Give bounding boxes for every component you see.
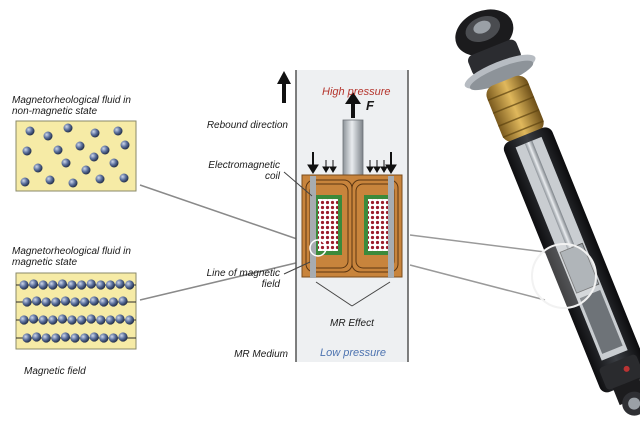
- label-fluid-non-magnetic: Magnetorheological fluid in non-magnetic…: [12, 95, 131, 117]
- aligned-particle: [80, 333, 90, 343]
- flow-arrows: [307, 152, 397, 174]
- particles-random: [20, 123, 130, 188]
- connector-line-right-bottom: [409, 264, 546, 301]
- aligned-particle: [60, 332, 70, 342]
- mr-effect-pointers: [315, 281, 391, 307]
- label-fluid-magnetic: Magnetorheological fluid in magnetic sta…: [12, 246, 131, 268]
- label-magnetic-field: Magnetic field: [24, 366, 86, 377]
- shock-absorber: [455, 9, 640, 416]
- aligned-particle: [70, 333, 80, 343]
- aligned-particle: [96, 280, 106, 290]
- label-line-of-magnetic-field: Line of magnetic field: [206, 268, 280, 290]
- aligned-particle: [22, 333, 32, 343]
- label-mr-medium: MR Medium: [234, 349, 288, 360]
- aligned-particle: [89, 296, 99, 306]
- aligned-particle: [108, 333, 118, 343]
- aligned-particle: [105, 315, 115, 325]
- aligned-particle: [86, 314, 96, 324]
- aligned-particle: [19, 315, 29, 325]
- aligned-particle: [80, 297, 90, 307]
- aligned-particle: [118, 296, 128, 306]
- aligned-particle: [105, 280, 115, 290]
- flow-channel-right: [388, 176, 394, 278]
- label-force: F: [366, 98, 374, 113]
- aligned-particle: [22, 297, 32, 307]
- label-electromagnetic-coil: Electromagnetic coil: [208, 160, 280, 182]
- aligned-particle: [51, 333, 61, 343]
- aligned-particle: [96, 315, 106, 325]
- particle-chains: [19, 279, 135, 343]
- coil-right: [368, 199, 388, 251]
- aligned-particle: [19, 280, 29, 290]
- field-leader-line: [283, 261, 311, 275]
- aligned-particle: [115, 279, 125, 289]
- aligned-particle: [115, 314, 125, 324]
- aligned-particle: [28, 279, 39, 289]
- aligned-particle: [125, 280, 135, 290]
- coil-leader-line: [283, 171, 313, 197]
- mr-detail-circle: [309, 239, 327, 257]
- aligned-particle: [108, 297, 118, 307]
- flow-channel-left: [310, 176, 316, 278]
- aligned-particle: [89, 332, 99, 342]
- aligned-particle: [67, 280, 77, 290]
- aligned-particle: [57, 314, 67, 324]
- aligned-particle: [99, 333, 109, 343]
- aligned-particle: [38, 280, 48, 290]
- label-low-pressure: Low pressure: [320, 347, 387, 359]
- aligned-particle: [60, 296, 70, 306]
- aligned-particle: [77, 315, 87, 325]
- aligned-particle: [48, 280, 58, 290]
- aligned-particle: [38, 315, 48, 325]
- rebound-arrow: [277, 71, 291, 103]
- zoom-circle: [531, 243, 597, 309]
- aligned-particle: [70, 297, 80, 307]
- coil-left: [318, 199, 338, 251]
- force-arrow: [345, 92, 361, 118]
- connector-line-top: [139, 184, 301, 241]
- aligned-particle: [118, 332, 128, 342]
- label-high-pressure: High pressure: [322, 86, 391, 98]
- aligned-particle: [77, 280, 87, 290]
- aligned-particle: [67, 315, 77, 325]
- aligned-particle: [41, 333, 51, 343]
- piston-rod: [342, 119, 364, 179]
- aligned-particle: [125, 315, 135, 325]
- aligned-particle: [86, 279, 96, 289]
- aligned-particle: [31, 296, 42, 306]
- label-rebound-direction: Rebound direction: [206, 120, 288, 131]
- aligned-particle: [99, 297, 109, 307]
- aligned-particle: [57, 279, 67, 289]
- aligned-particle: [31, 332, 42, 342]
- aligned-particle: [28, 314, 39, 324]
- aligned-particle: [51, 297, 61, 307]
- connector-line-right-top: [409, 234, 546, 253]
- aligned-particle: [48, 315, 58, 325]
- aligned-particle: [41, 297, 51, 307]
- connector-line-bottom: [139, 261, 301, 301]
- label-mr-effect: MR Effect: [330, 318, 374, 329]
